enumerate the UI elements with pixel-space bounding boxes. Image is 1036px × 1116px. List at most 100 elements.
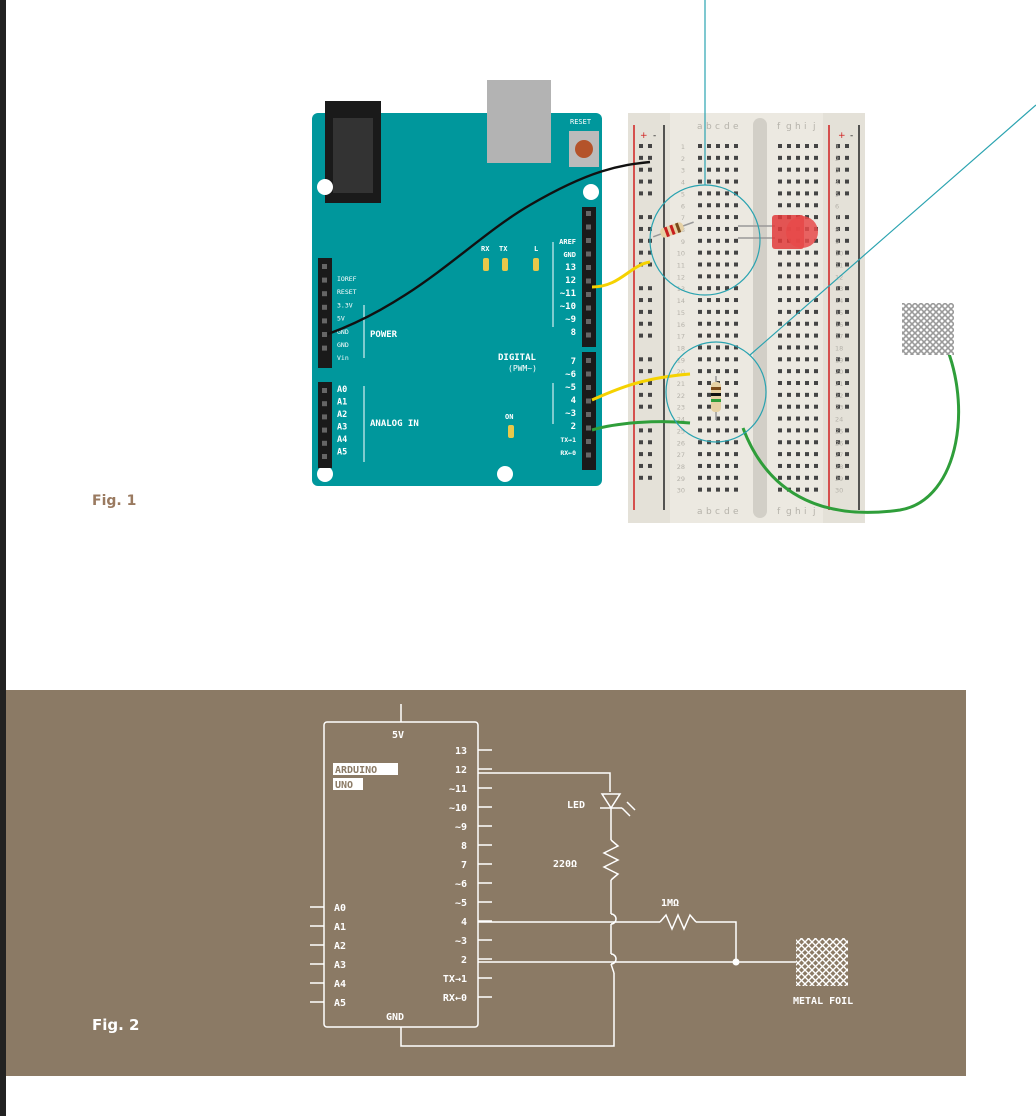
rail-hole (845, 404, 849, 409)
breadboard-hole (734, 369, 738, 374)
row-number: 15 (677, 309, 685, 317)
breadboard-hole (796, 321, 800, 326)
breadboard-hole (778, 250, 782, 255)
breadboard-hole (814, 416, 818, 421)
power-pin-label: 3.3V (337, 301, 353, 309)
breadboard-hole (805, 203, 809, 208)
breadboard-hole (814, 333, 818, 338)
row-number: 1 (681, 143, 685, 151)
breadboard-hole (814, 191, 818, 196)
breadboard-hole (778, 203, 782, 208)
rail-hole (639, 428, 643, 433)
breadboard-hole (716, 250, 720, 255)
header-pin (322, 440, 327, 446)
rail-hole (836, 262, 840, 267)
resistor-220-symbol (602, 839, 620, 881)
breadboard-hole (796, 179, 800, 184)
breadboard-hole (805, 381, 809, 385)
column-letter: g (786, 507, 792, 517)
row-number: 2 (835, 155, 839, 163)
analog-pin-label: A5 (337, 448, 347, 458)
rail-hole (648, 167, 652, 172)
rail-hole (836, 452, 840, 457)
header-pin (586, 452, 591, 458)
breadboard-hole (725, 487, 729, 492)
row-number: 25 (677, 427, 685, 435)
analog-pin-label: A2 (337, 410, 347, 420)
column-letter: f (777, 507, 781, 517)
rail-hole (845, 357, 849, 362)
row-number: 2 (681, 155, 685, 163)
row-number: 24 (677, 416, 685, 424)
breadboard-hole (698, 262, 702, 267)
power-pin-label: 5V (337, 315, 345, 323)
schematic-pin-label: 2 (461, 955, 467, 966)
header-pin (322, 427, 327, 433)
breadboard-hole (796, 144, 800, 148)
breadboard-hole (787, 298, 791, 303)
breadboard-hole (805, 250, 809, 255)
rail-hole (845, 321, 849, 326)
digital-pin-label: ~3 (565, 409, 576, 419)
breadboard-hole (734, 155, 738, 160)
metal-foil-symbol (796, 938, 848, 986)
breadboard-hole (805, 416, 809, 421)
breadboard-hole (796, 381, 800, 385)
breadboard-hole (725, 440, 729, 445)
rail-hole (836, 155, 840, 160)
breadboard-hole (698, 250, 702, 255)
row-number: 24 (835, 416, 843, 424)
rail-minus-right: - (850, 131, 853, 141)
breadboard-hole (805, 369, 809, 374)
digital-pin-label: ~11 (560, 289, 576, 299)
schematic-pin-label: ~10 (449, 803, 467, 814)
breadboard-hole (787, 357, 791, 362)
row-number: 16 (677, 321, 685, 329)
row-number: 10 (835, 250, 843, 258)
rail-hole (648, 298, 652, 303)
breadboard-hole (787, 203, 791, 208)
row-number: 8 (835, 226, 839, 234)
breadboard-hole (814, 274, 818, 279)
breadboard-hole (814, 487, 818, 492)
rail-hole (648, 428, 652, 433)
header-pin (586, 425, 591, 431)
rail-hole (648, 452, 652, 457)
breadboard-hole (814, 250, 818, 255)
rail-hole (845, 475, 849, 480)
row-number: 5 (681, 190, 685, 198)
breadboard-hole (787, 333, 791, 338)
breadboard-hole (778, 167, 782, 172)
breadboard-hole (778, 404, 782, 409)
row-number: 18 (835, 344, 843, 352)
l-label: L (534, 245, 538, 253)
rail-hole (639, 286, 643, 291)
breadboard-hole (716, 286, 720, 291)
digital-pin-label: ~10 (560, 302, 576, 312)
breadboard-hole (778, 416, 782, 421)
header-pin (322, 388, 327, 393)
yellow-wire-pin12 (591, 260, 651, 289)
breadboard-hole (796, 428, 800, 433)
breadboard-hole (796, 250, 800, 255)
breadboard-hole (698, 475, 702, 480)
rail-hole (845, 381, 849, 385)
breadboard-hole (734, 309, 738, 314)
breadboard-hole (787, 262, 791, 267)
breadboard-hole (778, 262, 782, 267)
rail-hole (836, 250, 840, 255)
green-wire-foil (741, 332, 961, 514)
breadboard-hole (734, 274, 738, 279)
metal-foil (902, 303, 954, 355)
rail-hole (639, 226, 643, 231)
rail-hole (845, 179, 849, 184)
breadboard-hole (805, 345, 809, 350)
breadboard-hole (796, 309, 800, 314)
breadboard-hole (698, 191, 702, 196)
breadboard-hole (716, 274, 720, 279)
breadboard-hole (805, 487, 809, 492)
breadboard-hole (796, 345, 800, 350)
breadboard-hole (725, 357, 729, 362)
breadboard-row-numbers: 1122334455667788991010111112121313141415… (677, 143, 844, 495)
